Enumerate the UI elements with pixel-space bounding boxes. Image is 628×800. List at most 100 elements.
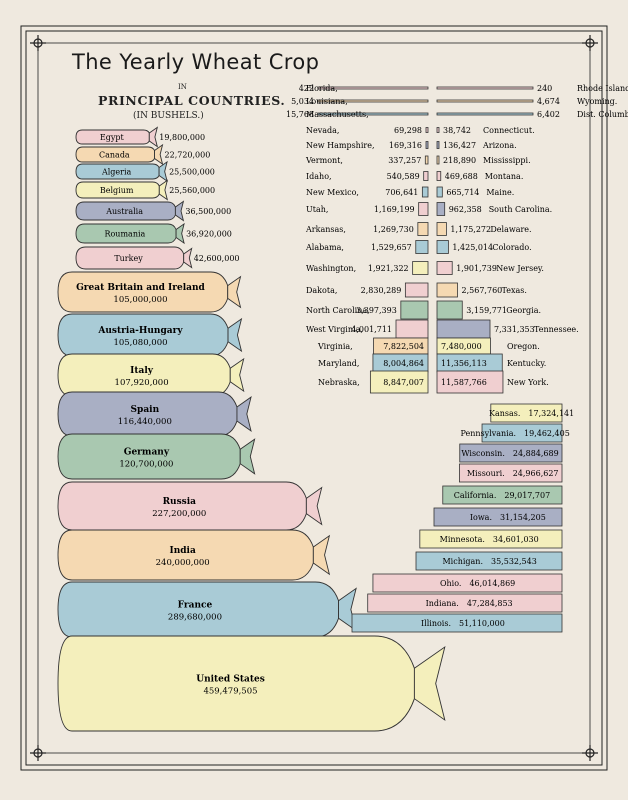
state-value-label: 31,154,205	[500, 513, 546, 522]
bag-body	[57, 635, 415, 732]
state-bar-rect	[490, 403, 563, 423]
state-value-label: 8,004,864	[383, 359, 424, 368]
bag-value-label: 19,800,000	[159, 133, 205, 142]
state-bar-rect	[436, 155, 440, 165]
state-value-label: 1,425,014	[452, 243, 493, 252]
state-name-label: Dist. Columbia.	[577, 110, 628, 119]
bag-tuft	[227, 317, 243, 353]
state-value-label: 1,921,322	[368, 264, 409, 273]
bag-tuft	[413, 645, 446, 722]
bag-country-label: Italy	[130, 366, 154, 376]
bag-country-label: Germany	[124, 448, 170, 458]
bag-value-label: 105,080,000	[113, 338, 167, 348]
state-bar-rect	[423, 171, 429, 181]
state-name-label: South Carolina.	[489, 205, 552, 214]
bag-value-label: 42,600,000	[194, 254, 240, 263]
state-value-label: 11,587,766	[441, 378, 487, 387]
state-value-label: 35,532,543	[491, 557, 537, 566]
state-bar-rect	[317, 99, 429, 103]
state-bar-rect	[367, 593, 563, 613]
state-bar-kansas: Kansas.17,324,141	[489, 403, 574, 423]
bag-value-label: 107,920,000	[115, 378, 169, 388]
bag-tuft	[305, 486, 323, 526]
state-name-label: Georgia.	[506, 306, 541, 315]
state-bar-rect	[436, 370, 504, 394]
state-bar-rect	[436, 319, 491, 339]
state-name-label: New Jersey.	[496, 264, 544, 273]
state-name-label: Florida,	[306, 84, 338, 93]
bag-country-label: Algeria	[101, 168, 132, 177]
bag-body	[75, 181, 160, 199]
state-name-label: Maine.	[486, 188, 514, 197]
state-name-label: Texas.	[502, 286, 527, 295]
state-bar-washington: Washington,1,921,322	[306, 261, 429, 275]
state-value-label: 1,529,657	[371, 243, 412, 252]
state-name-label: New Mexico,	[306, 188, 359, 197]
bag-italy: Italy 107,920,000	[57, 353, 245, 397]
state-bar-rect	[419, 529, 563, 549]
state-bar-rect	[436, 141, 440, 149]
state-bar-rect	[351, 613, 563, 633]
state-bar-utah: Utah,1,169,199	[306, 202, 429, 216]
state-value-label: 3,159,771	[466, 306, 507, 315]
bag-tuft	[158, 160, 168, 183]
bag-tuft	[183, 247, 193, 269]
state-name-label: Minnesota.	[440, 535, 485, 544]
state-bar-virginia: Virginia,7,822,504	[317, 337, 429, 355]
state-bar-florida: Florida,422	[299, 84, 429, 93]
state-bar-illinois: Illinois.51,110,000	[351, 613, 563, 633]
state-name-label: Alabama,	[305, 243, 344, 252]
state-bar-michigan: Michigan.35,532,543	[415, 551, 563, 571]
state-bar-missouri: Missouri.24,966,627	[459, 463, 563, 483]
state-bar-dakota: Dakota,2,830,289	[306, 282, 429, 298]
state-value-label: 2,567,760	[462, 286, 503, 295]
state-value-label: 1,901,739	[456, 264, 497, 273]
state-value-label: 19,462,405	[524, 429, 570, 438]
state-bar-vermont: Vermont,337,257	[305, 155, 429, 165]
state-name-label: Oregon.	[507, 342, 540, 351]
state-value-label: 7,331,353	[494, 325, 535, 334]
state-name-label: Pennsylvania.	[460, 429, 516, 438]
state-bar-rect	[317, 112, 429, 116]
bag-body	[75, 146, 155, 163]
state-bar-rect	[436, 99, 534, 103]
state-name-label: Montana.	[485, 172, 524, 181]
state-bar-nevada: Nevada,69,298	[306, 126, 429, 135]
state-value-label: 38,742	[443, 126, 471, 135]
state-bar-new-hampshire: New Hampshire,169,316	[306, 141, 429, 150]
state-name-label: Utah,	[306, 205, 328, 214]
state-bar-rect	[424, 155, 429, 165]
bag-value-label: 227,200,000	[152, 509, 206, 519]
state-name-label: Colorado.	[492, 243, 531, 252]
state-value-label: 29,017,707	[504, 491, 550, 500]
bag-country-label: France	[178, 601, 213, 611]
state-value-label: 8,847,007	[383, 378, 424, 387]
bag-body	[75, 201, 176, 221]
state-value-label: 136,427	[443, 141, 476, 150]
state-name-label: Wyoming.	[577, 97, 617, 106]
state-bar-west-virginia: West Virginia,4,001,711	[306, 319, 429, 339]
bag-egypt: Egypt 19,800,000	[75, 126, 205, 148]
state-bar-wisconsin: Wisconsin.24,884,689	[459, 443, 563, 463]
state-value-label: 34,601,030	[493, 535, 539, 544]
bag-value-label: 289,680,000	[168, 613, 222, 623]
corner-ornament-bottom-left	[30, 745, 46, 761]
bag-country-label: Egypt	[100, 133, 125, 142]
state-name-label: Missouri.	[467, 469, 505, 478]
state-bar-rect	[442, 485, 563, 505]
state-bar-ohio: Ohio.46,014,869	[372, 573, 563, 593]
state-name-label: New Hampshire,	[306, 141, 375, 150]
bag-value-label: 36,920,000	[186, 230, 232, 239]
state-value-label: 24,884,689	[513, 449, 559, 458]
bag-body	[75, 163, 160, 180]
